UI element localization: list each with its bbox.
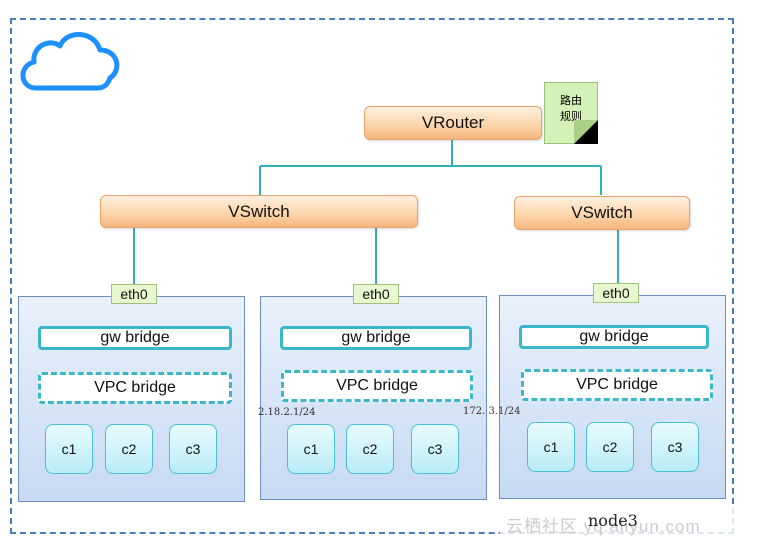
- node3-vpc-bridge: VPC bridge: [521, 369, 713, 401]
- node-label: node3: [588, 511, 638, 530]
- vpc-boundary: [10, 18, 734, 534]
- watermark-strip: 云栖社区 yq.aliyun.com node3: [500, 508, 766, 538]
- node2-container-c3: c3: [411, 424, 459, 474]
- node2-container-c1: c1: [287, 424, 335, 474]
- node1-vpc-bridge: VPC bridge: [38, 372, 232, 404]
- node1-container-c3: c3: [169, 424, 217, 474]
- node2-gw-bridge: gw bridge: [280, 326, 472, 350]
- note-line-2: 规则: [560, 110, 582, 123]
- node1-eth0: eth0: [111, 284, 157, 304]
- node2-container-c2: c2: [346, 424, 394, 474]
- watermark-text: 云栖社区 yq.aliyun.com: [506, 517, 701, 536]
- note-line-1: 路由: [560, 94, 582, 107]
- vswitch-1-label: VSwitch: [228, 201, 290, 221]
- vswitch-2: VSwitch: [514, 196, 690, 230]
- node3-container-c2: c2: [586, 422, 634, 472]
- node2-vpc-bridge: VPC bridge: [281, 370, 473, 402]
- node1-container-c2: c2: [105, 424, 153, 474]
- vswitch-1: VSwitch: [100, 195, 418, 228]
- node2-subnet-label: 2.18.2.1/24: [258, 407, 316, 418]
- vrouter-label: VRouter: [421, 113, 485, 132]
- cloud-icon: [20, 32, 120, 91]
- node3-subnet-label: 172. 3.1/24: [463, 406, 521, 417]
- routing-rules-note: 路由 规则: [544, 82, 598, 144]
- node2-eth0: eth0: [353, 284, 399, 304]
- node3-container-c3: c3: [651, 422, 699, 472]
- node1-gw-bridge: gw bridge: [38, 326, 232, 350]
- note-fold: [574, 120, 598, 144]
- node1-container-c1: c1: [45, 424, 93, 474]
- node3-gw-bridge: gw bridge: [519, 325, 709, 349]
- vrouter-box: VRouter: [364, 106, 542, 140]
- node3-container-c1: c1: [527, 422, 575, 472]
- node3-eth0: eth0: [593, 283, 639, 303]
- vswitch-2-label: VSwitch: [571, 203, 633, 222]
